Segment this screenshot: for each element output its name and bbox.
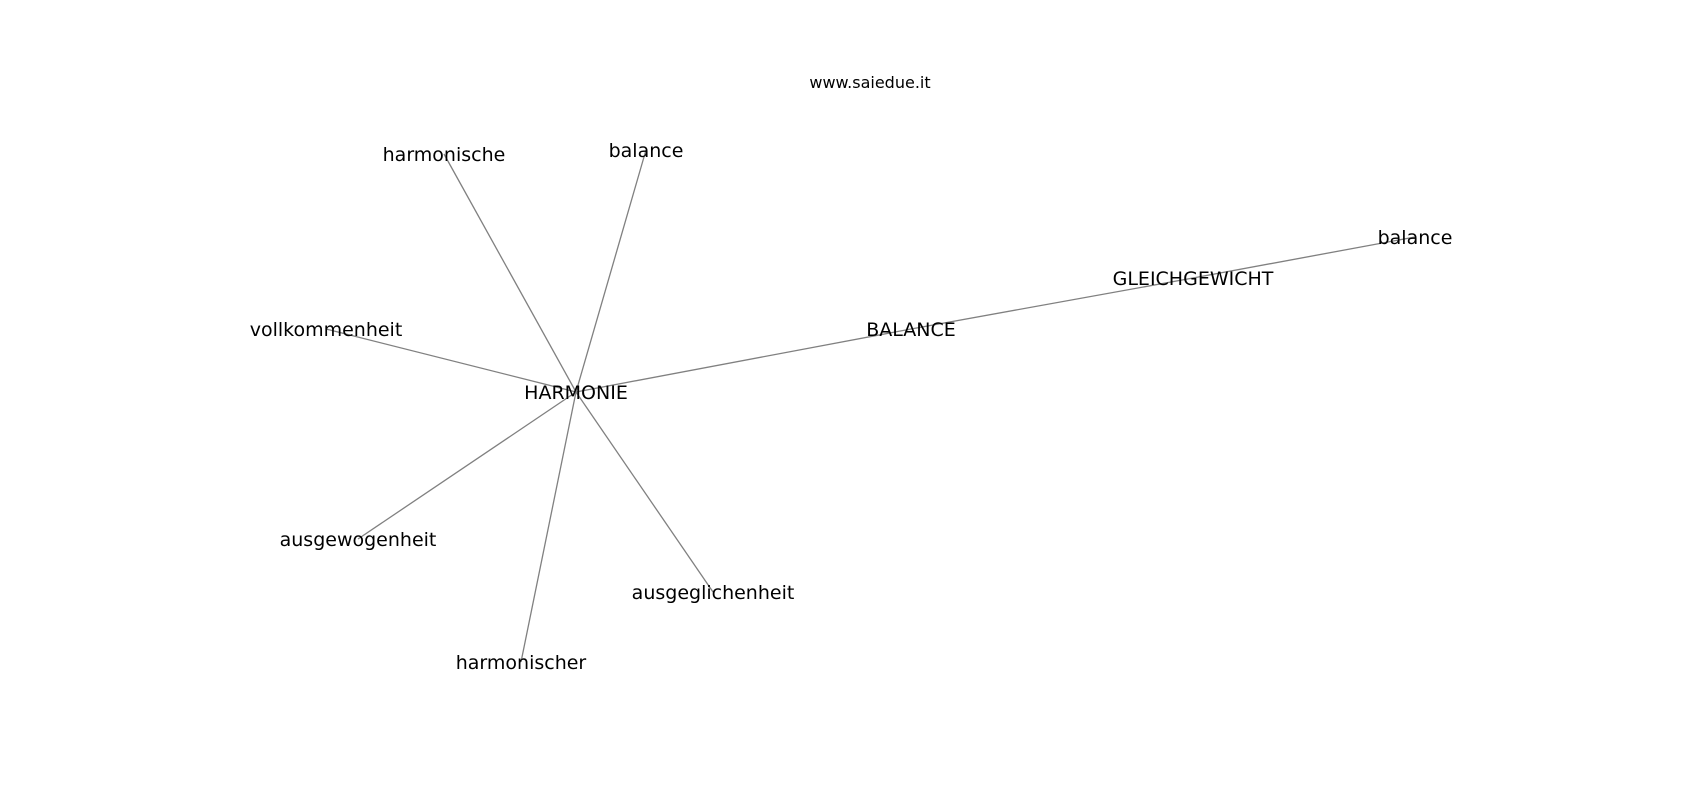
edge-harmonie-harmonische <box>443 153 577 393</box>
edge-gleichgewicht-balance-2 <box>1192 236 1416 279</box>
node-label-harmonie: HARMONIE <box>524 382 628 404</box>
edge-harmonie-ausgewogenheit <box>357 391 577 540</box>
edge-harmonie-ausgeglichenheit <box>575 391 714 593</box>
edge-harmonie-harmonischer <box>520 391 577 663</box>
node-label-gleichgewicht: GLEICHGEWICHT <box>1113 268 1274 290</box>
edge-balance-upper-gleichgewicht <box>910 277 1194 330</box>
node-label-balance-1: balance <box>609 140 684 162</box>
node-label-ausgeglichenheit: ausgeglichenheit <box>632 582 795 604</box>
node-label-vollkommenheit: vollkommenheit <box>250 319 403 341</box>
edge-harmonie-vollkommenheit <box>325 328 577 393</box>
source-watermark: www.saiedue.it <box>809 73 930 92</box>
edges-layer <box>325 149 1416 663</box>
nodes-layer: HARMONIE harmonische balance vollkommenheit… <box>250 140 1453 674</box>
node-label-balance-2: balance <box>1378 227 1453 249</box>
node-label-harmonischer: harmonischer <box>456 652 587 674</box>
node-label-balance-upper: BALANCE <box>866 319 956 341</box>
node-label-ausgewogenheit: ausgewogenheit <box>280 529 437 551</box>
node-label-harmonische: harmonische <box>383 144 506 166</box>
edge-harmonie-balance-upper <box>575 328 912 393</box>
edge-harmonie-balance-1 <box>575 149 647 393</box>
